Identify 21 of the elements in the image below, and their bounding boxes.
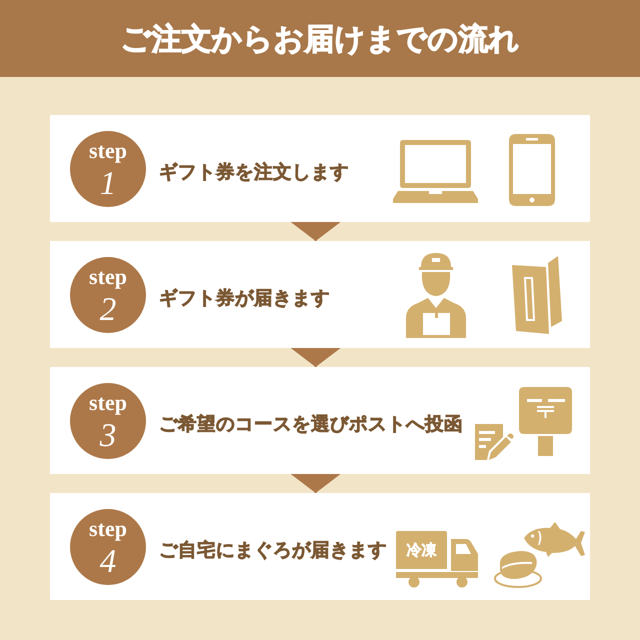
step-text: ご自宅にまぐろが届きます bbox=[159, 539, 387, 562]
arrow bbox=[290, 474, 341, 493]
step-number: 2 bbox=[100, 292, 116, 326]
step-panel bbox=[50, 241, 590, 348]
step-text: ギフト券を注文します bbox=[159, 161, 349, 184]
step-text: ギフト券が届きます bbox=[159, 287, 330, 310]
step-panel bbox=[50, 115, 590, 222]
title: ご注文からお届けまでの流れ bbox=[120, 23, 520, 58]
step-panel bbox=[50, 367, 590, 474]
truck-text: 冷凍 bbox=[406, 541, 436, 559]
step-number: 1 bbox=[100, 166, 116, 200]
step-word: step bbox=[89, 518, 127, 540]
step-number: 4 bbox=[100, 544, 116, 578]
step-number: 3 bbox=[100, 418, 116, 452]
step-panel bbox=[50, 493, 590, 600]
arrow bbox=[290, 348, 341, 367]
step-text: ご希望のコースを選びポストへ投函 bbox=[159, 413, 463, 436]
arrow bbox=[290, 222, 341, 241]
step-word: step bbox=[89, 392, 127, 414]
step-word: step bbox=[89, 266, 127, 288]
step-word: step bbox=[89, 140, 127, 162]
